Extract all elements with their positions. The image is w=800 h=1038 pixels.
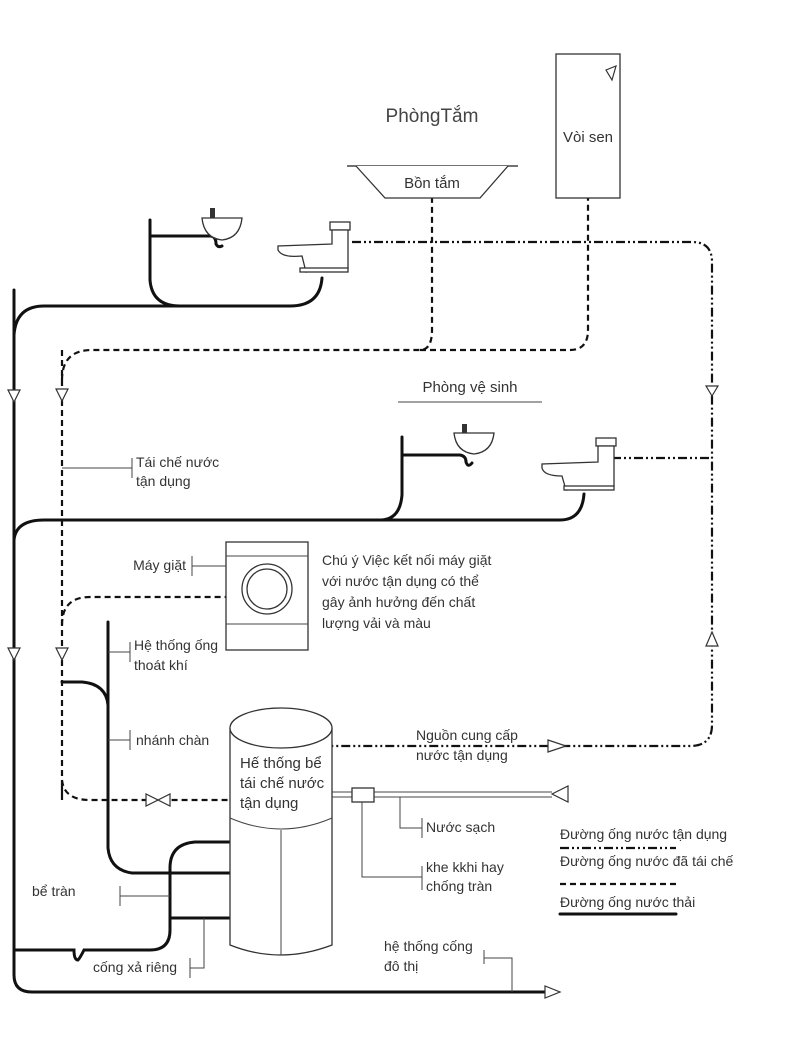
vent-branch xyxy=(60,680,110,707)
recycled-bathtub xyxy=(60,198,434,381)
flow-arrow-down xyxy=(7,647,21,662)
air-gap-device xyxy=(351,787,375,803)
faucet-icon xyxy=(462,424,467,433)
legend-label-reuse: Đường ống nước tận dụng xyxy=(560,826,727,842)
shower-label: Vòi sen xyxy=(563,129,613,146)
toilet-1 xyxy=(277,221,351,273)
recycle-tank: Hế thống bể tái chế nước tận dụng xyxy=(229,707,333,956)
vent-stack xyxy=(106,620,232,875)
air-gap-label: khe kkhi hay xyxy=(426,859,504,875)
bathtub: Bồn tắm xyxy=(347,165,518,199)
toilet-room-title: Phòng vệ sinh xyxy=(422,379,517,396)
overflow-pipe xyxy=(12,840,232,962)
flow-arrow-down xyxy=(7,389,21,404)
basin-2 xyxy=(453,424,495,455)
shower: Vòi sen xyxy=(555,53,621,199)
supply-label: nước tận dụng xyxy=(416,747,508,763)
recycle-reuse-label: Tái chế nước xyxy=(136,454,219,470)
note-text: Chú ý Việc kết nối máy giặt xyxy=(322,552,491,568)
washing-machine-label: Máy giặt xyxy=(133,557,186,573)
recycled-main-down xyxy=(60,350,230,802)
flow-arrow-down xyxy=(704,385,720,398)
recycled-pipes xyxy=(60,198,590,802)
vent-label: thoát khí xyxy=(134,657,188,673)
valve-icon xyxy=(145,793,160,807)
recycled-shower xyxy=(420,198,590,352)
note-text: với nước tận dụng có thể xyxy=(322,573,479,589)
middle-waste-branch xyxy=(12,492,586,542)
legend-label-waste: Đường ống nước thải xyxy=(560,894,695,910)
washing-machine xyxy=(225,541,309,651)
legend: Đường ống nước tận dụng Đường ống nước đ… xyxy=(558,826,734,916)
vent-label: Hệ thống ống xyxy=(134,637,218,653)
bathtub-label: Bồn tắm xyxy=(404,175,460,192)
waste-pipes xyxy=(12,218,586,994)
toilet-2 xyxy=(541,437,617,491)
leader-lines xyxy=(62,458,513,992)
basin2-trap xyxy=(400,453,474,467)
flow-arrow-down xyxy=(55,647,69,662)
basin2-waste-riser xyxy=(378,435,404,522)
faucet-icon xyxy=(210,208,215,218)
valve-icon xyxy=(156,793,171,807)
flow-arrow-right xyxy=(547,739,568,753)
reuse-supply-loop xyxy=(332,240,714,748)
main-waste-stack xyxy=(12,288,547,994)
clean-water-label: Nước sạch xyxy=(426,819,495,835)
sewer-label: đô thị xyxy=(384,958,418,974)
shower-head-icon xyxy=(605,64,617,82)
recycled-washer xyxy=(60,595,226,626)
air-gap-label: chống tràn xyxy=(426,878,492,894)
basin1-waste-riser xyxy=(148,218,182,308)
flow-arrow-up xyxy=(705,630,719,647)
flow-arrow-right xyxy=(544,985,562,999)
supply-label: Nguồn cung cấp xyxy=(416,727,518,743)
sewer-label: hệ thống cống xyxy=(384,938,473,954)
basin-1 xyxy=(201,208,243,241)
flow-arrow-left xyxy=(550,785,569,803)
overflow-label: bể tràn xyxy=(32,883,76,899)
reuse-pipes xyxy=(332,240,714,748)
tank-label: Hế thống bể xyxy=(240,755,322,772)
upper-waste-branch xyxy=(12,276,324,337)
bathroom-title: PhòngTắm xyxy=(386,105,479,127)
separate-drain-label: cống xả riêng xyxy=(93,959,177,975)
branch-label: nhánh chàn xyxy=(136,732,209,748)
clean-water-pipe xyxy=(332,785,569,878)
tank-label: tái chế nước xyxy=(240,775,325,792)
note-text: lượng vải và màu xyxy=(322,615,431,631)
basin1-trap xyxy=(148,234,224,249)
recycle-reuse-label: tận dụng xyxy=(136,473,191,489)
legend-label-recycled: Đường ống nước đã tái chế xyxy=(560,853,734,869)
tank-label: tận dụng xyxy=(240,795,298,812)
note-text: gây ảnh hưởng đến chất xyxy=(322,594,475,610)
flow-arrow-down xyxy=(55,388,69,403)
